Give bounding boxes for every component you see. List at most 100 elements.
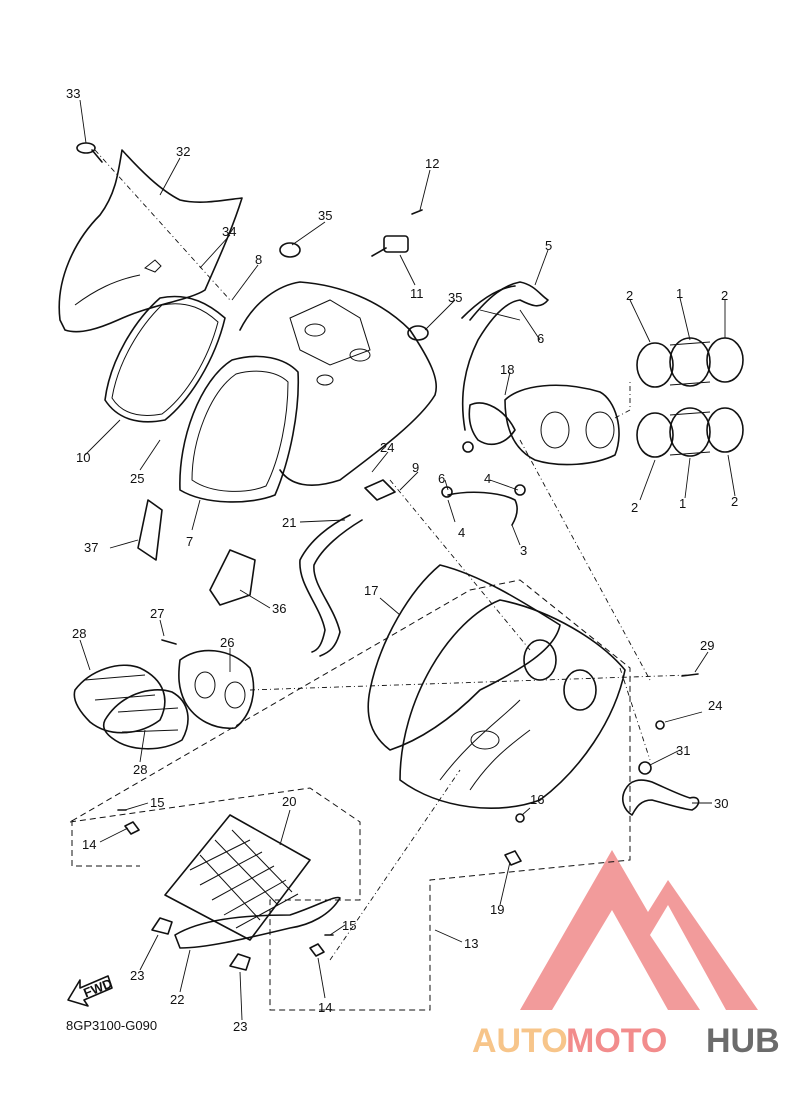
callout-3: 3: [520, 543, 527, 558]
assembly-centerlines: [94, 149, 691, 961]
callout-5: 5: [545, 238, 552, 253]
callout-7: 7: [186, 534, 193, 549]
part-30-hose: [622, 779, 700, 816]
callout-35: 35: [318, 208, 332, 223]
part-37-bracket: [137, 499, 163, 561]
callout-4: 4: [484, 471, 491, 486]
part-1-2-joints-lower: [636, 407, 744, 458]
callout-15: 15: [150, 795, 164, 810]
callout-14: 14: [82, 837, 96, 852]
part-21-hose: [299, 514, 351, 653]
air-box-case: [399, 599, 626, 809]
callout-13: 13: [464, 936, 478, 951]
part-8-intake-duct: [239, 281, 437, 486]
fwd-label: FWD: [81, 976, 114, 1001]
callout-25: 25: [130, 471, 144, 486]
leader-lines: [79, 99, 736, 1021]
callout-18: 18: [500, 362, 514, 377]
part-26-joint: [178, 649, 255, 729]
part-6-clip: [462, 441, 474, 453]
part-12-screw: [411, 209, 423, 215]
part-24-screw: [655, 720, 665, 730]
part-20-element: [164, 814, 311, 941]
part-14-clip: [309, 943, 325, 957]
callout-36: 36: [272, 601, 286, 616]
callout-23: 23: [233, 1019, 247, 1034]
watermark-hub: HUB: [706, 1022, 780, 1060]
callout-11: 11: [410, 286, 424, 301]
part-33-bolt: [76, 142, 103, 163]
part-32-duct-cover: [58, 149, 243, 333]
callout-2: 2: [731, 494, 738, 509]
automotohub-logo-icon: [520, 850, 758, 1010]
callout-22: 22: [170, 992, 184, 1007]
callout-29: 29: [700, 638, 714, 653]
callout-34: 34: [222, 224, 236, 239]
part-3-hose: [447, 491, 518, 526]
part-18-throttle-body: [468, 384, 620, 466]
part-23-damper: [151, 917, 173, 935]
callout-16: 16: [530, 792, 544, 807]
callout-14: 14: [318, 1000, 332, 1015]
part-22-plate: [174, 896, 341, 949]
watermark-moto: MOTO: [566, 1022, 667, 1060]
callout-9: 9: [412, 460, 419, 475]
callout-2: 2: [631, 500, 638, 515]
callout-1: 1: [679, 496, 686, 511]
part-27-bolt: [161, 639, 177, 645]
callout-23: 23: [130, 968, 144, 983]
fwd-arrow-icon: FWD: [67, 975, 114, 1007]
part-6-clip: [441, 486, 453, 498]
part-36-bracket: [209, 549, 256, 606]
callout-24: 24: [380, 440, 394, 455]
callout-26: 26: [220, 635, 234, 650]
callout-20: 20: [282, 794, 296, 809]
callout-2: 2: [721, 288, 728, 303]
part-16-grommet: [515, 813, 525, 823]
watermark-text: AUTO MOTO HUB: [472, 1022, 780, 1060]
part-10-gasket: [104, 295, 226, 423]
callout-12: 12: [425, 156, 439, 171]
part-1-2-joints-upper: [636, 337, 744, 388]
callout-28: 28: [72, 626, 86, 641]
part-31-clamp: [638, 761, 652, 775]
callout-31: 31: [676, 743, 690, 758]
part-9-joint: [364, 479, 396, 501]
callout-24: 24: [708, 698, 722, 713]
group-outline-left: [71, 820, 140, 867]
callout-32: 32: [176, 144, 190, 159]
callout-37: 37: [84, 540, 98, 555]
part-4-clip: [514, 484, 526, 496]
part-35-cap: [279, 242, 301, 258]
callout-15: 15: [342, 918, 356, 933]
callout-33: 33: [66, 86, 80, 101]
callout-27: 27: [150, 606, 164, 621]
callout-4: 4: [458, 525, 465, 540]
part-7-case-cover: [179, 355, 300, 503]
part-17-seal: [367, 564, 561, 751]
part-14-clip: [124, 821, 140, 835]
diagram-code: 8GP3100-G090: [66, 1018, 157, 1033]
callout-2: 2: [626, 288, 633, 303]
callout-19: 19: [490, 902, 504, 917]
part-28-funnels: [73, 664, 189, 750]
callout-28: 28: [133, 762, 147, 777]
watermark-auto: AUTO: [472, 1022, 568, 1060]
part-11-sensor: [371, 235, 409, 257]
group-13-outline: [69, 579, 631, 1011]
callout-17: 17: [364, 583, 378, 598]
part-5-hose-edge: [461, 285, 516, 319]
part-23-damper: [229, 953, 251, 971]
part-35-cap: [407, 325, 429, 341]
callout-6: 6: [537, 331, 544, 346]
callout-30: 30: [714, 796, 728, 811]
callout-35: 35: [448, 290, 462, 305]
part-5-hose: [461, 281, 549, 431]
callout-1: 1: [676, 286, 683, 301]
part-21-hose-edge: [313, 519, 363, 657]
callout-10: 10: [76, 450, 90, 465]
callout-6: 6: [438, 471, 445, 486]
callout-21: 21: [282, 515, 296, 530]
